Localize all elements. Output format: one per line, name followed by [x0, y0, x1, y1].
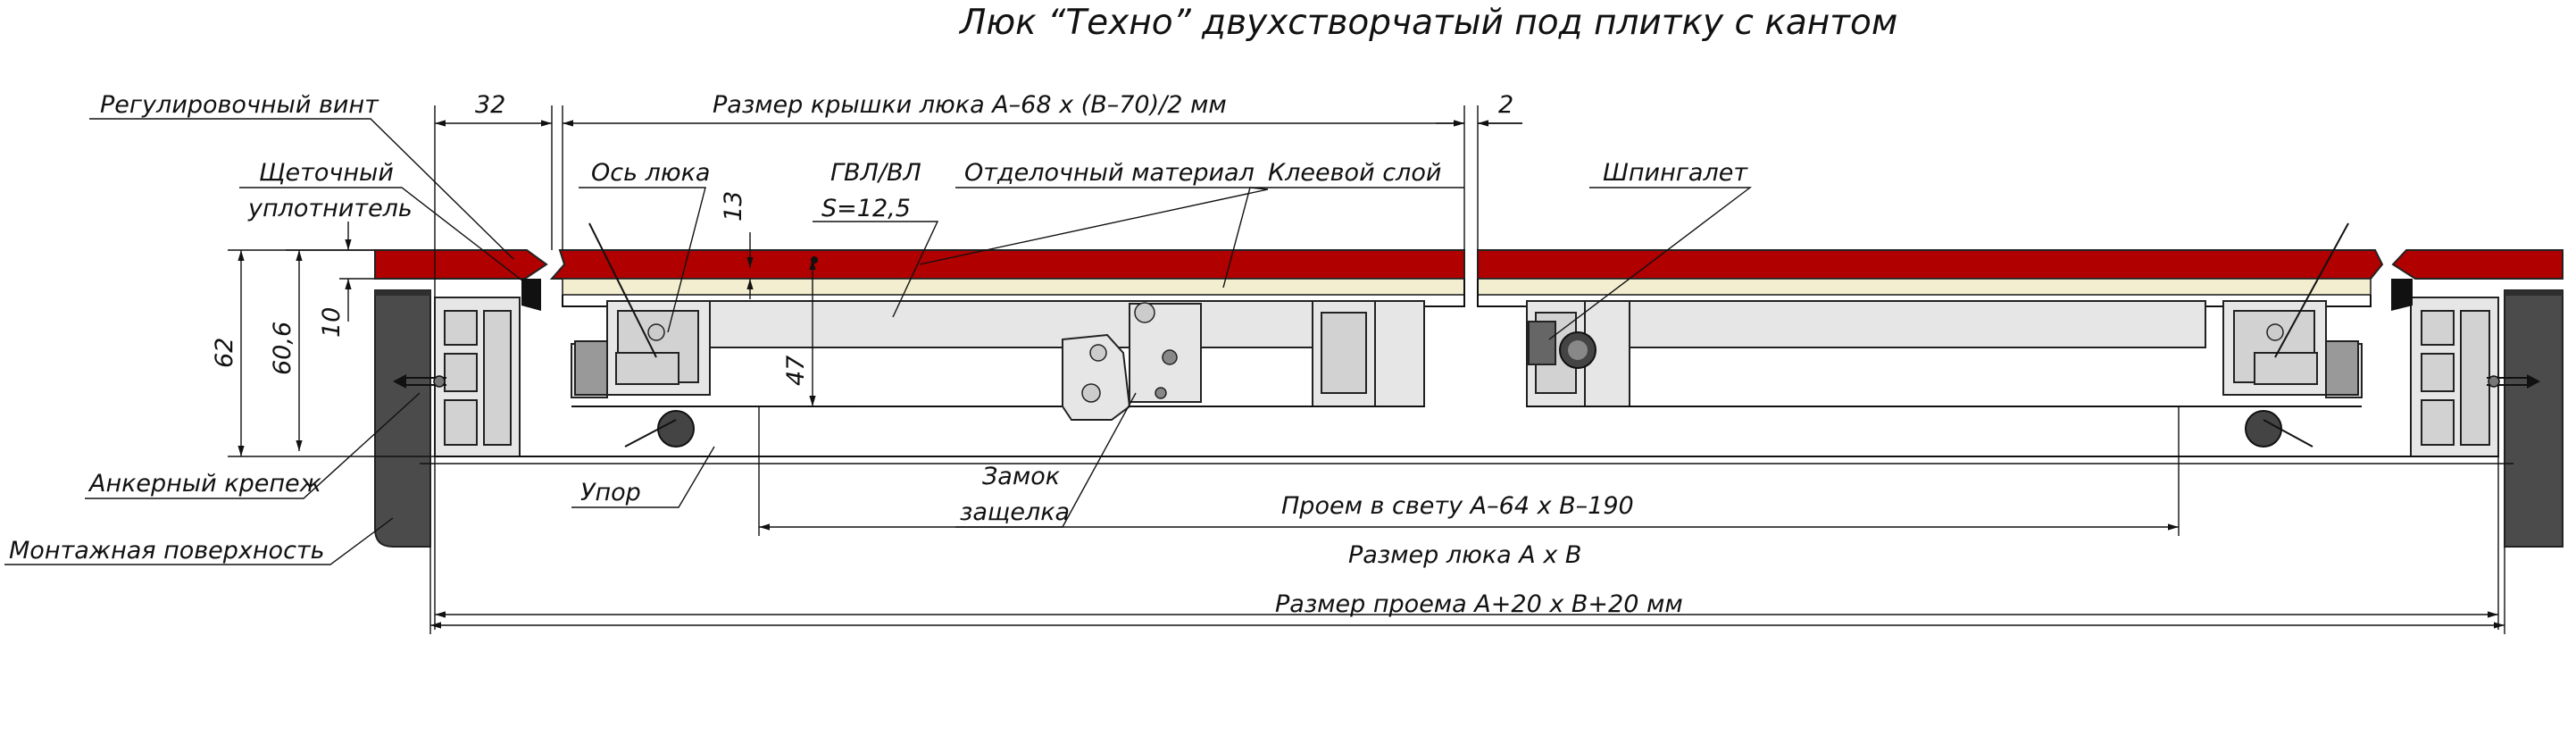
- anchor-left: [393, 374, 446, 389]
- tile-leaf-right: [1477, 249, 2384, 280]
- tile-edge-right: [2391, 249, 2563, 280]
- frame-left: [434, 297, 521, 457]
- dim-hatch-size: Размер люка А х В: [1348, 541, 1581, 569]
- dim-10: 10: [318, 307, 346, 338]
- gvl-panel-left: [709, 300, 1313, 348]
- wall-left: [374, 289, 431, 548]
- label-finish: Отделочный материал: [964, 159, 1255, 187]
- dim-60-6: 60,6: [269, 322, 296, 375]
- dim-2: 2: [1498, 91, 1513, 119]
- tile-edge-left: [374, 249, 548, 280]
- dim-32: 32: [475, 91, 505, 119]
- center-profile-left: [1312, 300, 1425, 407]
- adjust-screw-right: [2325, 340, 2359, 396]
- label-gvl-s: S=12,5: [821, 195, 911, 222]
- glue-layer-left: [562, 278, 1465, 296]
- label-latch: Шпингалет: [1603, 159, 1748, 187]
- anchor-right: [2487, 374, 2540, 389]
- label-anchor: Анкерный крепеж: [88, 470, 322, 498]
- wall-right: [2504, 289, 2563, 548]
- dim-13: 13: [720, 191, 747, 222]
- adjust-screw-left: [574, 340, 608, 396]
- label-hatch-axis: Ось люка: [591, 159, 710, 187]
- hinge-right: [2222, 222, 2363, 398]
- label-lock-2: защелка: [960, 498, 1070, 526]
- gvl-panel-right: [1629, 300, 2206, 348]
- label-stop: Упор: [580, 479, 641, 506]
- label-adjust-screw: Регулировочный винт: [100, 91, 379, 119]
- label-gvl: ГВЛ/ВЛ: [830, 159, 921, 187]
- stop-right: [2245, 410, 2313, 448]
- wall-right-cap: [2505, 290, 2563, 296]
- wall-left-cap: [375, 290, 430, 296]
- label-mount-surface: Монтажная поверхность: [9, 537, 325, 565]
- label-glue: Клеевой слой: [1268, 159, 1441, 187]
- dim-62: 62: [211, 338, 238, 368]
- label-brush-seal-1: Щеточный: [259, 159, 394, 187]
- latch-mechanism: [1528, 321, 1596, 369]
- drawing-title: Люк “Техно” двухстворчатый под плитку с …: [958, 3, 1897, 43]
- dim-47: 47: [782, 356, 810, 386]
- label-brush-seal-2: уплотнитель: [247, 195, 413, 222]
- brush-seal-left: [521, 279, 541, 311]
- frame-right: [2410, 297, 2499, 457]
- lock-latch: [1062, 302, 1202, 421]
- label-lock-1: Замок: [982, 463, 1061, 490]
- dim-opening-size: Размер проема А+20 х В+20 мм: [1275, 590, 1683, 618]
- brush-seal-right: [2391, 279, 2413, 311]
- dim-lid-size: Размер крышки люка А–68 х (В–70)/2 мм: [713, 91, 1227, 119]
- stop-left: [624, 410, 695, 448]
- dim-clear-opening: Проем в свету А–64 х В–190: [1281, 492, 1634, 520]
